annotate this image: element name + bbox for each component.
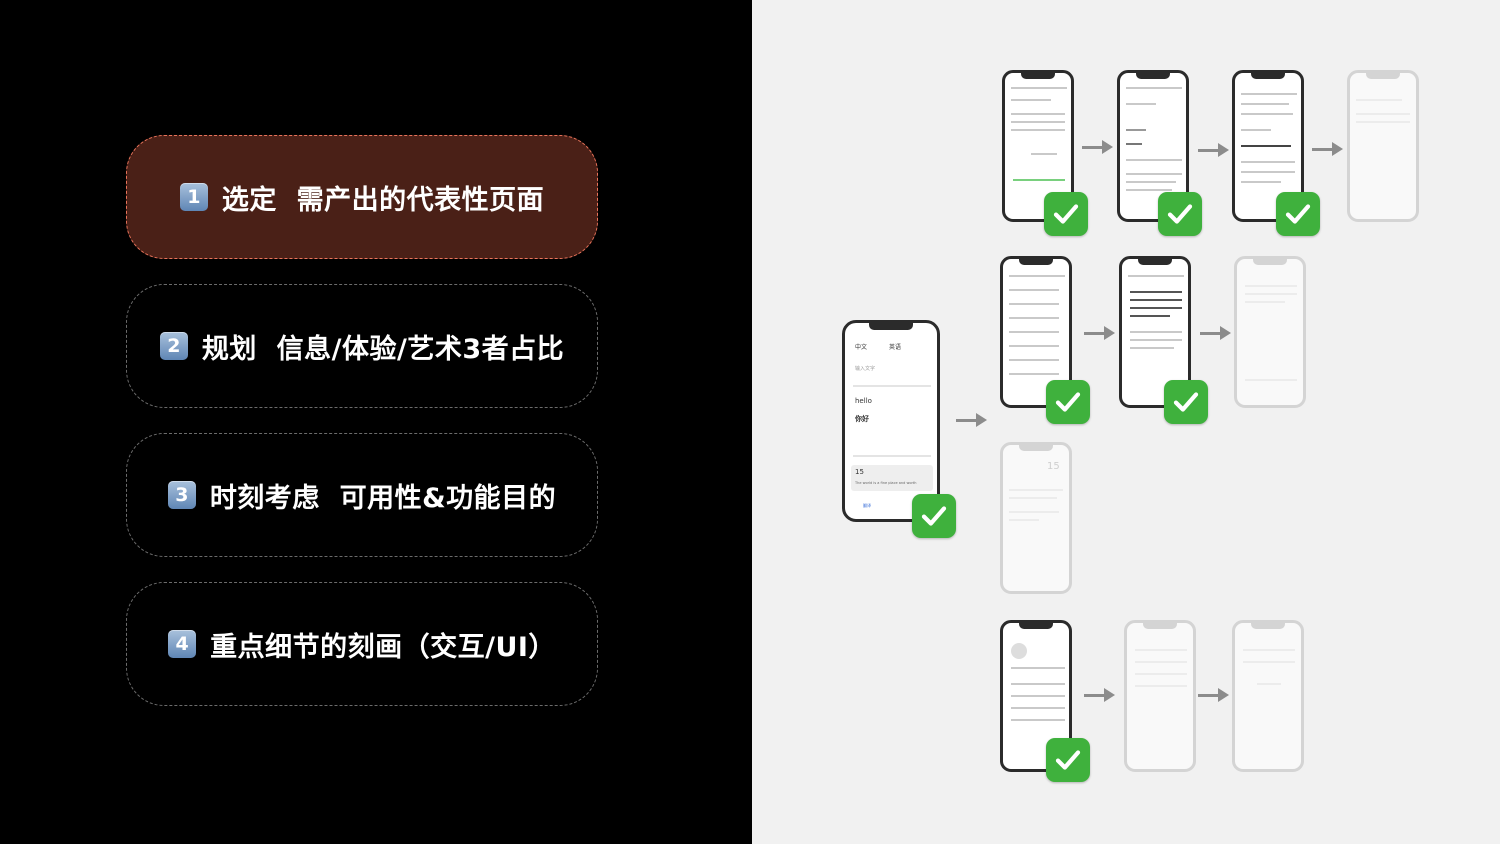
phone-translate-home: 中文 英语 输入文字 hello 你好 15 The world is a fi… — [842, 320, 940, 522]
nav-translate: 翻译 — [863, 503, 871, 509]
step-number-badge: 1 — [180, 183, 208, 211]
check-mark-button-icon — [1046, 738, 1090, 782]
check-mark-button-icon — [1276, 192, 1320, 236]
arrow-right-icon — [1198, 688, 1230, 702]
left-panel: 1 选定 需产出的代表性页面 2 规划 信息/体验/艺术3者占比 3 时刻考虑 … — [0, 0, 752, 844]
check-mark-button-icon — [1158, 192, 1202, 236]
word: hello — [855, 397, 872, 405]
step-text: 规划 信息/体验/艺术3者占比 — [202, 327, 564, 366]
translation: 你好 — [855, 414, 869, 424]
arrow-right-icon — [1084, 688, 1116, 702]
step-text: 时刻考虑 可用性&功能目的 — [210, 476, 556, 515]
step-number-badge: 4 — [168, 630, 196, 658]
arrow-right-icon — [956, 413, 988, 427]
input-placeholder: 输入文字 — [855, 365, 875, 372]
check-mark-button-icon — [1164, 380, 1208, 424]
daily-number: 15 — [855, 468, 864, 476]
source-language: 中文 — [855, 342, 867, 351]
arrow-right-icon — [1312, 142, 1344, 156]
right-panel: 中文 英语 输入文字 hello 你好 15 The world is a fi… — [752, 0, 1500, 844]
phone-daily-sentence-future: 15 — [1000, 442, 1072, 594]
phone-about-future — [1232, 620, 1304, 772]
phone-settings-future — [1124, 620, 1196, 772]
arrow-right-icon — [1082, 140, 1114, 154]
arrow-right-icon — [1084, 326, 1116, 340]
check-mark-button-icon — [1046, 380, 1090, 424]
step-card-3: 3 时刻考虑 可用性&功能目的 — [126, 433, 598, 557]
step-text: 选定 需产出的代表性页面 — [222, 178, 544, 217]
arrow-right-icon — [1198, 143, 1230, 157]
target-language: 英语 — [889, 342, 901, 351]
check-mark-button-icon — [912, 494, 956, 538]
step-card-4: 4 重点细节的刻画（交互/UI） — [126, 582, 598, 706]
daily-sentence: The world is a fine place and worth — [855, 481, 917, 485]
daily-sentence-card: 15 The world is a fine place and worth — [851, 465, 933, 491]
step-card-2: 2 规划 信息/体验/艺术3者占比 — [126, 284, 598, 408]
step-card-1: 1 选定 需产出的代表性页面 — [126, 135, 598, 259]
phone-future-screen — [1234, 256, 1306, 408]
step-number-badge: 3 — [168, 481, 196, 509]
phone-future-screen — [1347, 70, 1419, 222]
step-text: 重点细节的刻画（交互/UI） — [210, 625, 556, 664]
daily-number: 15 — [1047, 461, 1060, 472]
step-number-badge: 2 — [160, 332, 188, 360]
arrow-right-icon — [1200, 326, 1232, 340]
check-mark-button-icon — [1044, 192, 1088, 236]
